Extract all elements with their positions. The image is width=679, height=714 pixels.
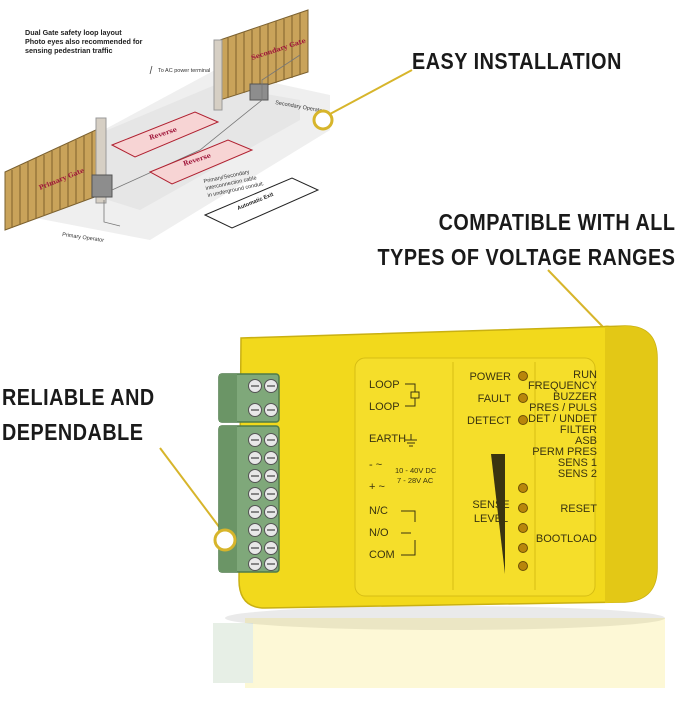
label-ac-symbol: - ~	[369, 459, 382, 471]
label-earth: EARTH	[369, 433, 406, 445]
easy-install-pointer-line	[329, 69, 413, 115]
reliable-marker	[213, 528, 237, 552]
housing-side	[605, 326, 657, 603]
status-led	[518, 503, 528, 513]
callout-compatible: COMPATIBLE WITH ALL TYPES OF VOLTAGE RAN…	[377, 205, 675, 275]
label-filter: FILTER	[560, 424, 597, 436]
primary-operator-label: Primary Operator	[62, 232, 105, 244]
callout-reliable-line-2: DEPENDABLE	[2, 419, 144, 445]
sense-level-wedge	[491, 454, 505, 574]
label-det-undet: DET / UNDET	[528, 413, 597, 425]
status-led	[518, 523, 528, 533]
device-shadow	[225, 606, 665, 630]
secondary-operator-box	[249, 83, 269, 101]
loop-detector-device: LOOP LOOP EARTH - ~ + ~ 10 - 40V DC 7 - …	[213, 325, 665, 688]
callout-compatible-line-1: COMPATIBLE WITH ALL	[438, 209, 675, 235]
voltage-ac-label: 7 - 28V AC	[397, 476, 434, 485]
driveway	[60, 85, 300, 210]
gate-layout-diagram: Dual Gate safety loop layout Photo eyes …	[4, 9, 330, 244]
label-sens-2: SENS 2	[558, 468, 597, 480]
status-led	[518, 393, 528, 403]
led-label-fault: FAULT	[478, 393, 512, 405]
label-com: COM	[369, 549, 395, 561]
callout-reliable: RELIABLE AND DEPENDABLE	[2, 380, 155, 450]
label-perm-pres: PERM PRES	[532, 446, 597, 458]
label-loop-1: LOOP	[369, 379, 400, 391]
primary-gate: Primary Gate	[4, 117, 107, 231]
label-asb: ASB	[575, 435, 597, 447]
callout-compatible-line-2: TYPES OF VOLTAGE RANGES	[377, 244, 675, 270]
loop-coil-symbol	[405, 383, 420, 407]
callout-easy-text: EASY INSTALLATION	[412, 48, 622, 74]
label-pres-puls: PRES / PULS	[529, 402, 597, 414]
terminal-screws	[248, 379, 278, 571]
diagram-title-3: sensing pedestrian traffic	[25, 46, 112, 55]
voltage-dc-label: 10 - 40V DC	[395, 466, 437, 475]
label-no: N/O	[369, 527, 389, 539]
diagram-title-2: Photo eyes also recommended for	[25, 37, 143, 46]
ac-terminal-mark	[149, 65, 153, 75]
label-frequency: FREQUENCY	[528, 380, 598, 392]
reverse-loop-2: Reverse	[148, 139, 254, 185]
status-led	[518, 415, 528, 425]
label-loop-2: LOOP	[369, 401, 400, 413]
status-led	[518, 561, 528, 571]
led-label-detect: DETECT	[467, 415, 511, 427]
label-buzzer: BUZZER	[553, 391, 597, 403]
status-led	[518, 543, 528, 553]
relay-contact-symbol	[401, 510, 416, 556]
primary-operator-box	[91, 174, 113, 198]
status-leds	[518, 371, 528, 571]
reverse-loop-1: Reverse	[110, 111, 220, 158]
label-run: RUN	[573, 369, 597, 381]
label-sens-1: SENS 1	[558, 457, 597, 469]
ac-terminal-note: To AC power terminal	[158, 68, 210, 74]
callout-easy-installation: EASY INSTALLATION	[412, 44, 622, 79]
secondary-gate: Secondary Gate	[213, 9, 309, 111]
led-label-power: POWER	[469, 371, 511, 383]
status-led	[518, 371, 528, 381]
status-led	[518, 483, 528, 493]
primary-feed-cable	[103, 200, 121, 227]
label-reset: RESET	[560, 503, 597, 515]
earth-icon	[405, 434, 417, 447]
label-bootload: BOOTLOAD	[536, 533, 597, 545]
label-dc-symbol: + ~	[369, 481, 385, 493]
label-nc: N/C	[369, 505, 388, 517]
diagram-title-1: Dual Gate safety loop layout	[25, 28, 122, 37]
callout-reliable-line-1: RELIABLE AND	[2, 384, 155, 410]
device-reflection	[213, 618, 665, 688]
